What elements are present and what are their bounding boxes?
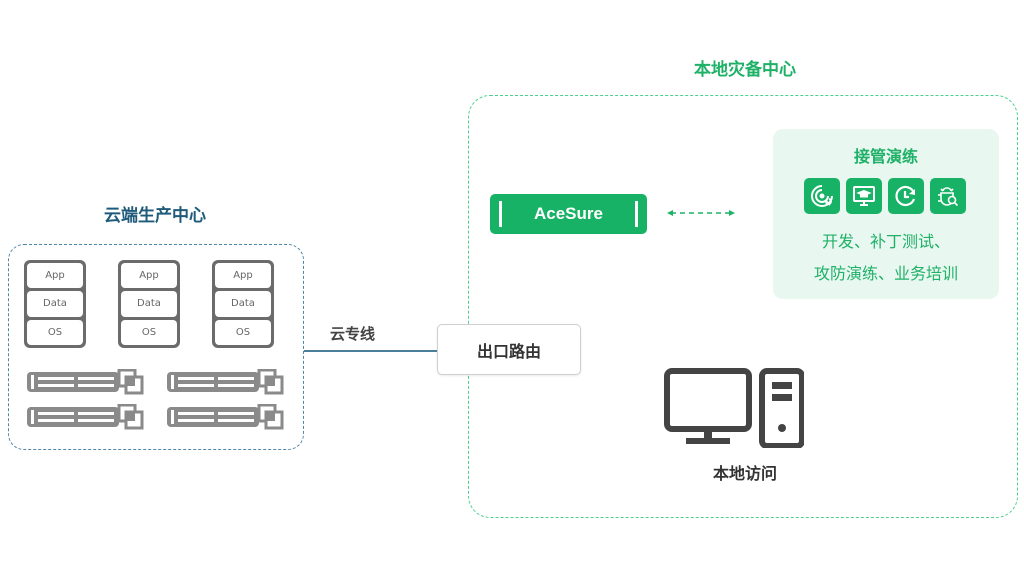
server-icon — [167, 404, 284, 430]
exit-router: 出口路由 — [437, 324, 581, 375]
dr-center-container — [468, 95, 1018, 518]
stack-layer-data: Data — [121, 291, 177, 317]
acesure-node: AceSure — [490, 194, 647, 234]
stack-layer-os: OS — [121, 319, 177, 345]
cloud-center-container — [8, 244, 304, 450]
stack-layer-app: App — [121, 263, 177, 289]
stack-layer-app: App — [27, 263, 83, 289]
network-tools-icon — [804, 178, 840, 214]
restore-clock-icon — [888, 178, 924, 214]
bidirectional-arrow-icon — [667, 210, 735, 216]
desktop-computer-icon — [664, 368, 804, 448]
acesure-label: AceSure — [534, 204, 603, 223]
drill-desc-line1: 开发、补丁测试、 — [821, 232, 950, 251]
acesure-right-bar — [635, 201, 638, 227]
takeover-drill-panel: 接管演练 — [773, 129, 999, 299]
app-stack: App Data OS — [24, 260, 86, 348]
cloud-center-title: 云端生产中心 — [104, 206, 206, 226]
bug-search-icon — [930, 178, 966, 214]
stack-layer-data: Data — [27, 291, 83, 317]
app-stack: App Data OS — [118, 260, 180, 348]
server-icon — [27, 404, 144, 430]
app-stack: App Data OS — [212, 260, 274, 348]
cloud-dedicated-line — [304, 350, 438, 352]
drill-icon-row — [804, 178, 966, 214]
stack-layer-app: App — [215, 263, 271, 289]
acesure-left-bar — [499, 201, 502, 227]
stack-layer-os: OS — [27, 319, 83, 345]
stack-layer-os: OS — [215, 319, 271, 345]
local-access-label: 本地访问 — [712, 464, 777, 483]
cloud-line-label: 云专线 — [330, 325, 376, 343]
stack-layer-data: Data — [215, 291, 271, 317]
drill-title: 接管演练 — [853, 147, 918, 166]
dr-center-title: 本地灾备中心 — [694, 60, 796, 80]
server-icon — [167, 369, 284, 395]
drill-desc-line2: 攻防演练、业务培训 — [813, 264, 958, 283]
training-screen-icon — [846, 178, 882, 214]
server-icon — [27, 369, 144, 395]
